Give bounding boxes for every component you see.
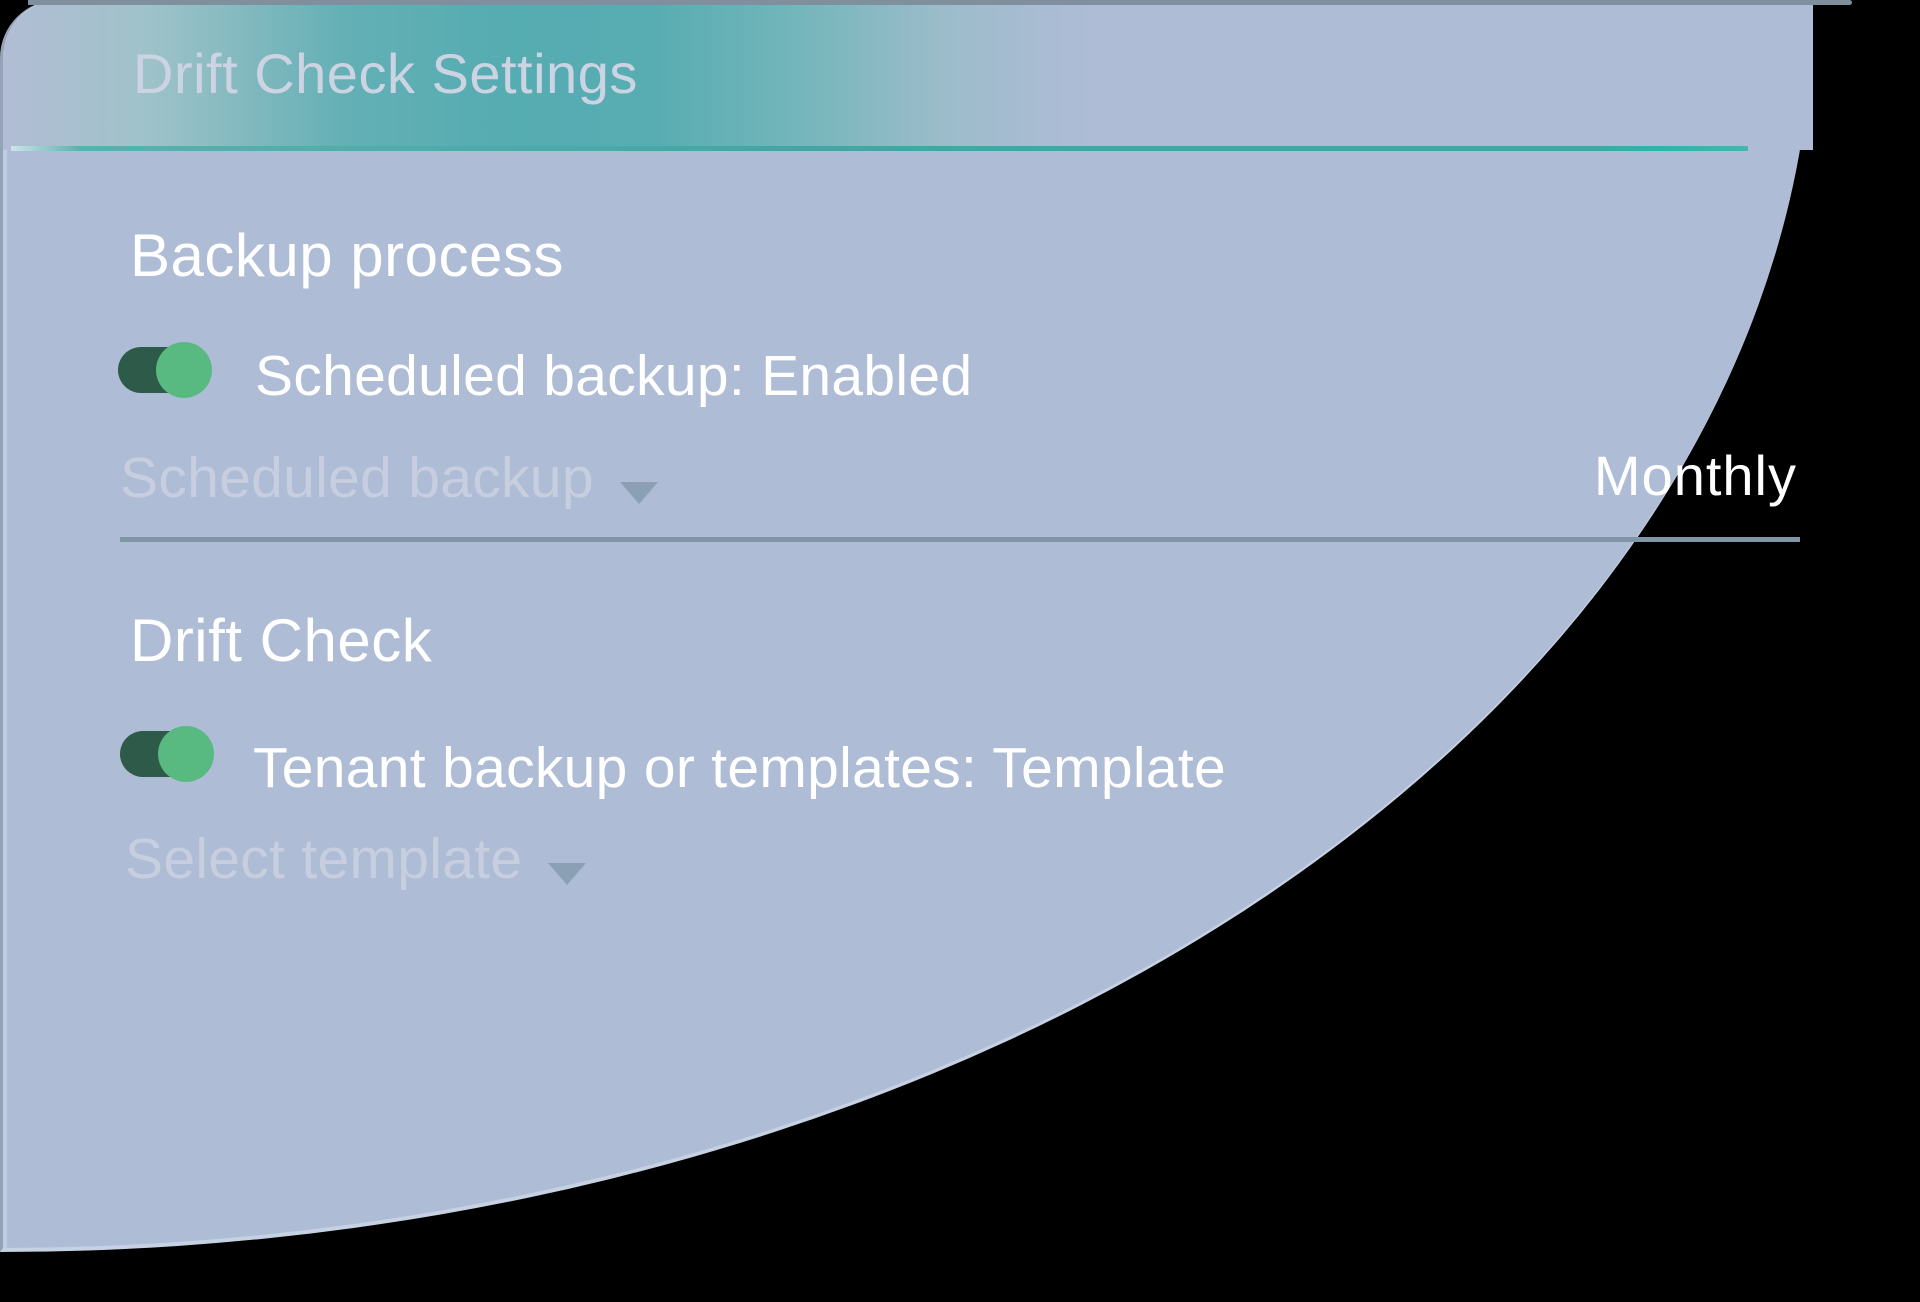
select-template-dropdown[interactable]: Select template xyxy=(125,827,587,891)
section-heading-backup-process: Backup process xyxy=(130,222,564,289)
section-divider xyxy=(120,537,1800,542)
chevron-down-icon xyxy=(548,863,587,885)
section-heading-drift-check: Drift Check xyxy=(130,607,433,674)
scheduled-backup-toggle-label: Scheduled backup: Enabled xyxy=(255,344,973,408)
scheduled-backup-dropdown-label: Scheduled backup xyxy=(120,446,594,510)
scheduled-backup-dropdown-value: Monthly xyxy=(1593,444,1797,507)
tenant-backup-template-toggle[interactable] xyxy=(120,726,214,782)
chevron-down-icon xyxy=(619,482,658,504)
scheduled-backup-toggle[interactable] xyxy=(118,342,212,398)
drift-check-settings-card: Drift Check Settings xyxy=(0,0,1813,1252)
toggle-knob xyxy=(156,342,212,398)
card-header-gradient xyxy=(3,0,1813,150)
toggle-knob xyxy=(158,726,214,782)
scheduled-backup-dropdown[interactable]: Scheduled backup xyxy=(120,450,658,507)
select-template-dropdown-label: Select template xyxy=(125,827,523,891)
page-title: Drift Check Settings xyxy=(133,42,638,105)
header-divider xyxy=(11,146,1748,151)
tenant-backup-template-toggle-label: Tenant backup or templates: Template xyxy=(253,736,1226,800)
card-top-edge-line xyxy=(28,0,1852,5)
